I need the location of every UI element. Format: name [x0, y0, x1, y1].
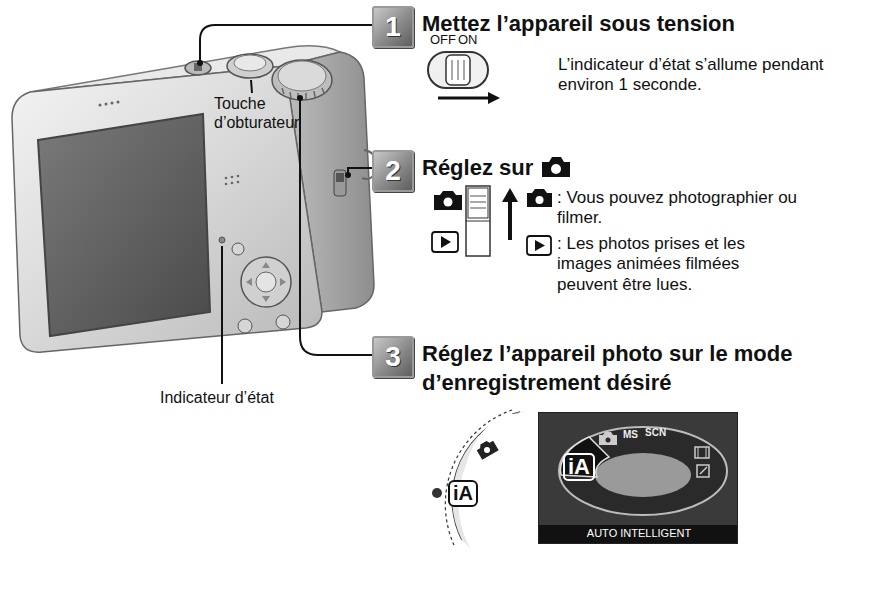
note-text: L’indicateur d’état s’allume pendant env… — [558, 55, 858, 96]
step-number: 2 — [385, 155, 401, 187]
step-heading: Réglez l’appareil photo sur le mode d’en… — [422, 340, 872, 397]
dial-mode-icon: iA — [448, 480, 478, 507]
switch-label: ON — [458, 32, 478, 48]
step-title: Réglez sur — [422, 155, 533, 180]
mode-label: SCN — [645, 427, 666, 439]
step-badge: 2Réglez sur — [372, 150, 414, 192]
mode-description: : Les photos prises et les images animée… — [557, 234, 787, 295]
lcd-screen: iA MS SCN AUTO INTELLIGENT — [538, 412, 738, 544]
mode-icon-label: iA — [563, 453, 595, 481]
step-number: 3 — [385, 341, 401, 373]
mode-description: : Vous pouvez photographier ou filmer. — [557, 188, 807, 229]
camera-icon — [541, 156, 571, 178]
step-badge: 3Réglez l’appareil photo sur le mode d’e… — [372, 336, 414, 378]
mode-name: AUTO INTELLIGENT — [539, 527, 738, 540]
step-badge: 1Mettez l’appareil sous tension — [372, 6, 414, 48]
step-number: 1 — [385, 11, 401, 43]
step-heading: Réglez sur — [422, 154, 722, 183]
switch-label: OFF — [430, 32, 456, 48]
step-title: Réglez l’appareil photo sur le mode d’en… — [422, 341, 792, 395]
part-name: Touche d’obturateur — [214, 94, 332, 132]
step-heading: Mettez l’appareil sous tension — [422, 10, 872, 39]
mode-label: MS — [623, 429, 638, 441]
part-name: Indicateur d’état — [160, 388, 360, 407]
